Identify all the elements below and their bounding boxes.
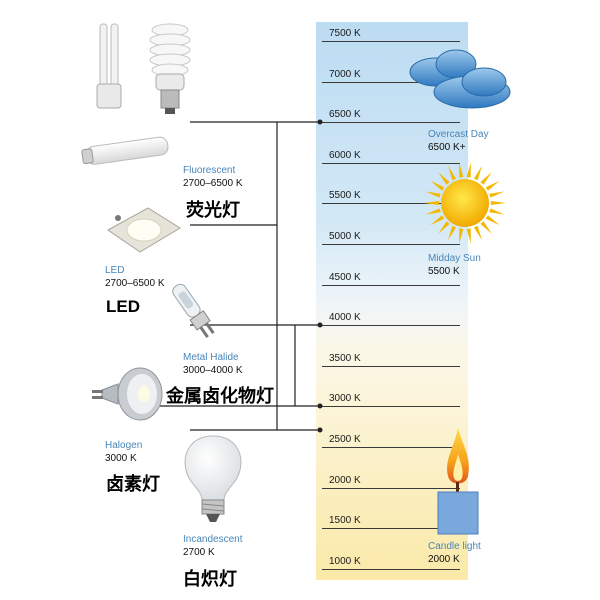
tick-label: 7000 K: [329, 69, 361, 80]
cloud-icon: [409, 49, 511, 109]
tick-label: 2500 K: [329, 434, 361, 445]
tick-line: [322, 488, 460, 489]
lamp-range-incandescent: 2700 K: [183, 547, 215, 558]
lamp-range-led: 2700–6500 K: [105, 278, 165, 289]
tick-label: 4000 K: [329, 312, 361, 323]
sun-ray: [473, 165, 483, 181]
candle-icon: [437, 428, 479, 535]
lamp-range-halogen: 3000 K: [105, 453, 137, 464]
lamp-name-halogen: Halogen: [105, 440, 143, 451]
temperature-gradient-panel: [316, 22, 468, 580]
tick-label: 1000 K: [329, 556, 361, 567]
sun-ray: [459, 162, 464, 178]
sun-ray: [489, 191, 505, 198]
tick-label: 7500 K: [329, 28, 361, 39]
sun-ray: [485, 180, 500, 191]
sun-ray: [425, 191, 441, 198]
lamp-name-fluorescent: Fluorescent: [183, 165, 236, 176]
sun-ray: [447, 225, 457, 241]
tick-line: [322, 203, 460, 204]
tick-line: [322, 285, 460, 286]
tick-line: [322, 569, 460, 570]
sun-ray: [466, 162, 471, 178]
halogen-lamp-icon: [92, 367, 163, 421]
sun-ray: [490, 200, 506, 206]
sun-ray: [473, 225, 483, 241]
lamp-cn-metal-halide: 金属卤化物灯: [166, 386, 274, 407]
condition-value-midday: 5500 K: [428, 266, 460, 277]
lamp-name-incandescent: Incandescent: [183, 534, 243, 545]
tick-label: 5000 K: [329, 231, 361, 242]
tick-line: [322, 244, 460, 245]
light-bulb-icon: [184, 435, 242, 522]
metal-halide-lamp-icon: [172, 283, 215, 338]
tick-line: [322, 528, 460, 529]
tick-line: [322, 325, 460, 326]
lamp-name-metal-halide: Metal Halide: [183, 352, 239, 363]
condition-value-candle: 2000 K: [428, 554, 460, 565]
tick-label: 3500 K: [329, 353, 361, 364]
sun-ray: [438, 221, 450, 234]
tick-line: [322, 82, 460, 83]
condition-name-candle: Candle light: [428, 541, 481, 552]
lamp-range-metal-halide: 3000–4000 K: [183, 365, 243, 376]
tick-label: 2000 K: [329, 475, 361, 486]
condition-name-overcast: Overcast Day: [428, 129, 489, 140]
tick-label: 6500 K: [329, 109, 361, 120]
led-module-icon: [107, 207, 181, 253]
sun-ray: [424, 200, 440, 206]
sun-ray: [480, 172, 492, 185]
tick-line: [322, 41, 460, 42]
tick-label: 4500 K: [329, 272, 361, 283]
lamp-cn-led: LED: [106, 297, 140, 316]
tick-line: [322, 163, 460, 164]
sun-ray: [425, 208, 441, 215]
tick-line: [322, 122, 460, 123]
fluorescent-tube-icon: [81, 23, 191, 165]
sun-ray: [430, 215, 445, 226]
sun-ray: [447, 165, 457, 181]
sun-ray: [459, 228, 464, 244]
sun-ray: [485, 215, 500, 226]
sun-ray: [466, 228, 471, 244]
lamp-cn-incandescent: 白炽灯: [183, 569, 237, 590]
lamp-name-led: LED: [105, 265, 125, 276]
lamp-range-fluorescent: 2700–6500 K: [183, 178, 243, 189]
condition-value-overcast: 6500 K+: [428, 142, 466, 153]
tick-line: [322, 406, 460, 407]
sun-ray: [430, 180, 445, 191]
lamp-cn-halogen: 卤素灯: [106, 474, 160, 495]
sun-ray: [489, 208, 505, 215]
condition-name-midday: Midday Sun: [428, 253, 481, 264]
tick-line: [322, 447, 460, 448]
sun-ray: [480, 221, 492, 234]
tick-label: 3000 K: [329, 393, 361, 404]
tick-label: 1500 K: [329, 515, 361, 526]
sun-ray: [438, 172, 450, 185]
tick-line: [322, 366, 460, 367]
tick-label: 6000 K: [329, 150, 361, 161]
lamp-cn-fluorescent: 荧光灯: [186, 200, 240, 221]
tick-label: 5500 K: [329, 190, 361, 201]
sun-icon: [424, 162, 506, 244]
